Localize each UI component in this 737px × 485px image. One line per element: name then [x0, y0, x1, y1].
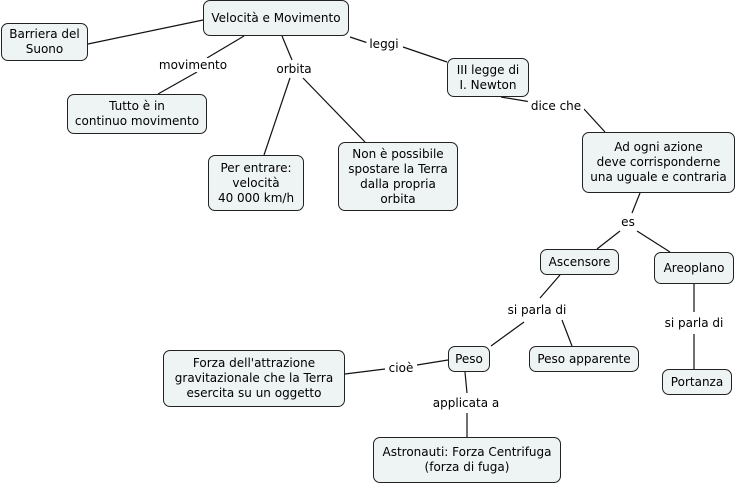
concept-barriera-del-suono[interactable]: Barriera del Suono [1, 23, 88, 61]
link-label-dice-che: dice che [527, 99, 585, 113]
concept-portanza[interactable]: Portanza [662, 369, 732, 395]
concept-non-e-possibile[interactable]: Non è possibile spostare la Terra dalla … [338, 142, 458, 211]
concept-tutto-e-in-continuo-movimento[interactable]: Tutto è in continuo movimento [67, 94, 207, 134]
link-label-cioe: cioè [385, 361, 417, 375]
concept-peso[interactable]: Peso [448, 346, 490, 372]
concept-forza-attrazione-gravitazionale[interactable]: Forza dell'attrazione gravitazionale che… [163, 350, 345, 407]
link-label-si-parla-di-ascensore: si parla di [504, 303, 570, 317]
concept-astronauti-forza-centrifuga[interactable]: Astronauti: Forza Centrifuga (forza di f… [373, 437, 561, 483]
concept-velocita-e-movimento[interactable]: Velocità e Movimento [203, 0, 349, 36]
link-label-es: es [618, 215, 638, 229]
link-label-orbita: orbita [273, 62, 315, 76]
link-label-si-parla-di-areoplano: si parla di [661, 316, 727, 330]
concept-areoplano[interactable]: Areoplano [654, 252, 734, 284]
concept-peso-apparente[interactable]: Peso apparente [529, 346, 639, 372]
link-label-applicata-a: applicata a [429, 396, 503, 410]
link-label-leggi: leggi [366, 37, 402, 51]
concept-per-entrare[interactable]: Per entrare: velocità 40 000 km/h [208, 155, 304, 211]
concept-ascensore[interactable]: Ascensore [540, 249, 619, 275]
concept-iii-legge-di-newton[interactable]: III legge di I. Newton [447, 58, 529, 97]
concept-ad-ogni-azione[interactable]: Ad ogni azione deve corrisponderne una u… [582, 132, 735, 193]
link-label-movimento: movimento [155, 58, 231, 72]
